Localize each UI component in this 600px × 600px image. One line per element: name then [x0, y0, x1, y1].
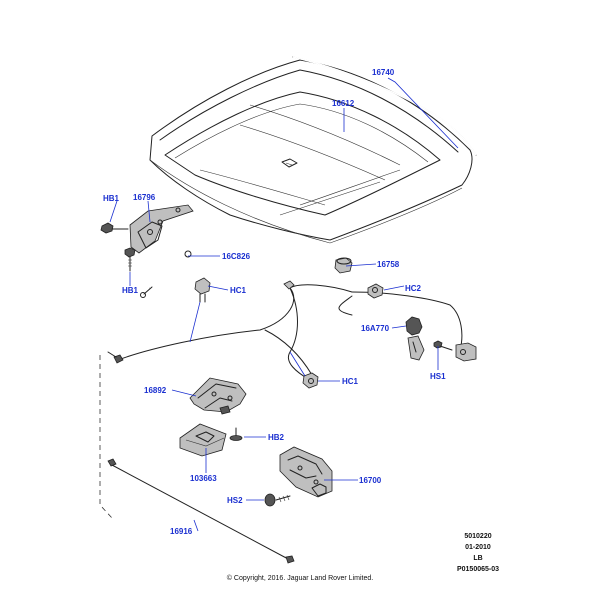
label-hc2: HC2 [405, 284, 422, 293]
label-16a770: 16A770 [361, 324, 390, 333]
secondary-release-cable [107, 458, 295, 564]
part-labels: 16740 16612 HB1 16796 HB1 16C826 HC1 167… [103, 68, 446, 536]
hood-panel [149, 59, 473, 244]
reference-region: LB [473, 555, 482, 562]
label-16612: 16612 [332, 99, 355, 108]
label-hs1: HS1 [430, 372, 446, 381]
label-hs2: HS2 [227, 496, 243, 505]
label-103663: 103663 [190, 474, 217, 483]
hood-seal [292, 56, 477, 156]
reference-block: 5010220 01-2010 LB P0150065-03 [457, 533, 499, 573]
copyright-notice: © Copyright, 2016. Jaguar Land Rover Lim… [227, 574, 373, 582]
leader-lines [109, 77, 459, 532]
bracket-bolt-hs2 [264, 493, 291, 507]
hinge-bolt-hb1-lower [124, 247, 136, 272]
release-bracket-hs1 [433, 340, 477, 362]
label-hb1-upper: HB1 [103, 194, 120, 203]
gas-strut [140, 250, 192, 298]
label-16740: 16740 [372, 68, 395, 77]
label-hc1-lower: HC1 [342, 377, 359, 386]
label-16758: 16758 [377, 260, 400, 269]
hood-hinge [129, 204, 194, 254]
label-hb2: HB2 [268, 433, 285, 442]
hinge-bolt-hb1-upper [100, 222, 129, 234]
label-16700: 16700 [359, 476, 382, 485]
reference-date: 01-2010 [465, 544, 491, 551]
latch-bracket [279, 446, 333, 498]
cable-clip-hc1-lower [302, 372, 319, 389]
label-16892: 16892 [144, 386, 167, 395]
hood-latch [189, 377, 247, 415]
label-16796: 16796 [133, 193, 156, 202]
illustration-number: P0150065-03 [457, 566, 499, 573]
reference-code: 5010220 [464, 533, 491, 540]
label-hc1-upper: HC1 [230, 286, 247, 295]
release-handle [405, 316, 425, 361]
bumper-stop [334, 257, 353, 274]
cable-clip-hc1-upper [194, 277, 211, 303]
label-16916: 16916 [170, 527, 193, 536]
latch-bolt-hb2 [229, 427, 243, 441]
cable-clip-hc2 [367, 283, 384, 299]
label-16c826: 16C826 [222, 252, 251, 261]
grouping-bracket [99, 355, 113, 519]
label-hb1-lower: HB1 [122, 286, 139, 295]
striker-plate [179, 423, 227, 457]
